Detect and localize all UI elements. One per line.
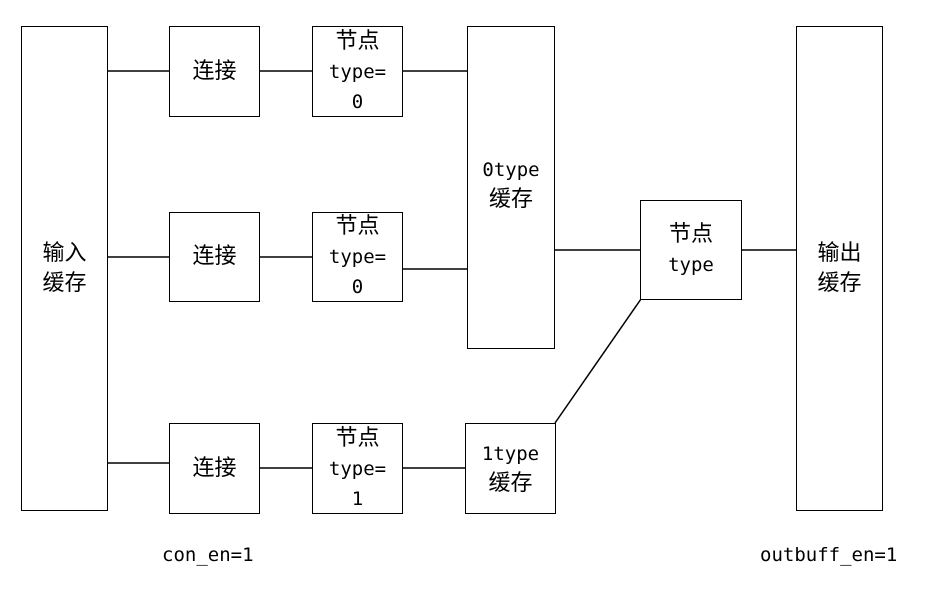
connect-box-1 [169,26,260,117]
node-top-line2: type= [328,60,387,83]
output-buffer-line1: 输出 [817,240,862,266]
node-label-mid: 节点 type= 0 [312,212,403,302]
node-label-top: 节点 type= 0 [312,26,403,117]
node-box-bot [312,423,403,514]
input-buffer-line2: 缓存 [42,270,87,296]
output-buffer-label: 输出 缓存 [796,26,883,511]
connect-label-1: 连接 [169,26,260,117]
connect-label-3: 连接 [169,423,260,514]
input-buffer-box [21,26,108,511]
connect-text-3: 连接 [192,455,237,481]
connect-box-3 [169,423,260,514]
node-box-mid [312,212,403,302]
connect-text-1: 连接 [192,58,237,84]
node-type-line2: type [668,254,714,276]
connect-label-2: 连接 [169,212,260,302]
output-buffer-line2: 缓存 [817,270,862,296]
node-top-line3: 0 [351,90,364,113]
input-buffer-line1: 输入 [42,240,87,266]
type1-buffer-label: 1type 缓存 [465,423,556,514]
type0-buffer-line2: 缓存 [488,187,533,212]
node-bot-line2: type= [328,457,387,480]
node-mid-line2: type= [328,246,387,268]
node-label-bot: 节点 type= 1 [312,423,403,514]
connect-box-2 [169,212,260,302]
type0-buffer-label: 0type 缓存 [467,150,555,220]
type1-buffer-box [465,423,556,514]
type1-buffer-line2: 缓存 [488,470,533,496]
node-mid-line1: 节点 [335,214,380,239]
connect-text-2: 连接 [192,244,237,269]
outbuff-en-label: outbuff_en=1 [760,544,898,566]
con-en-label: con_en=1 [162,544,254,566]
output-buffer-box [796,26,883,511]
node-mid-line3: 0 [351,276,364,298]
node-type-box [640,200,742,300]
node-bot-line3: 1 [351,487,364,510]
node-box-top [312,26,403,117]
node-type-line1: 节点 [668,222,713,247]
node-type-label: 节点 type [640,200,742,300]
input-buffer-label: 输入 缓存 [21,26,108,511]
node-top-line1: 节点 [335,28,380,54]
type0-buffer-line1: 0type [482,159,540,181]
line-type1buffer-nodetype [554,298,642,424]
node-bot-line1: 节点 [335,425,380,451]
type1-buffer-line1: 1type [481,442,540,465]
type0-buffer-box [467,26,555,349]
